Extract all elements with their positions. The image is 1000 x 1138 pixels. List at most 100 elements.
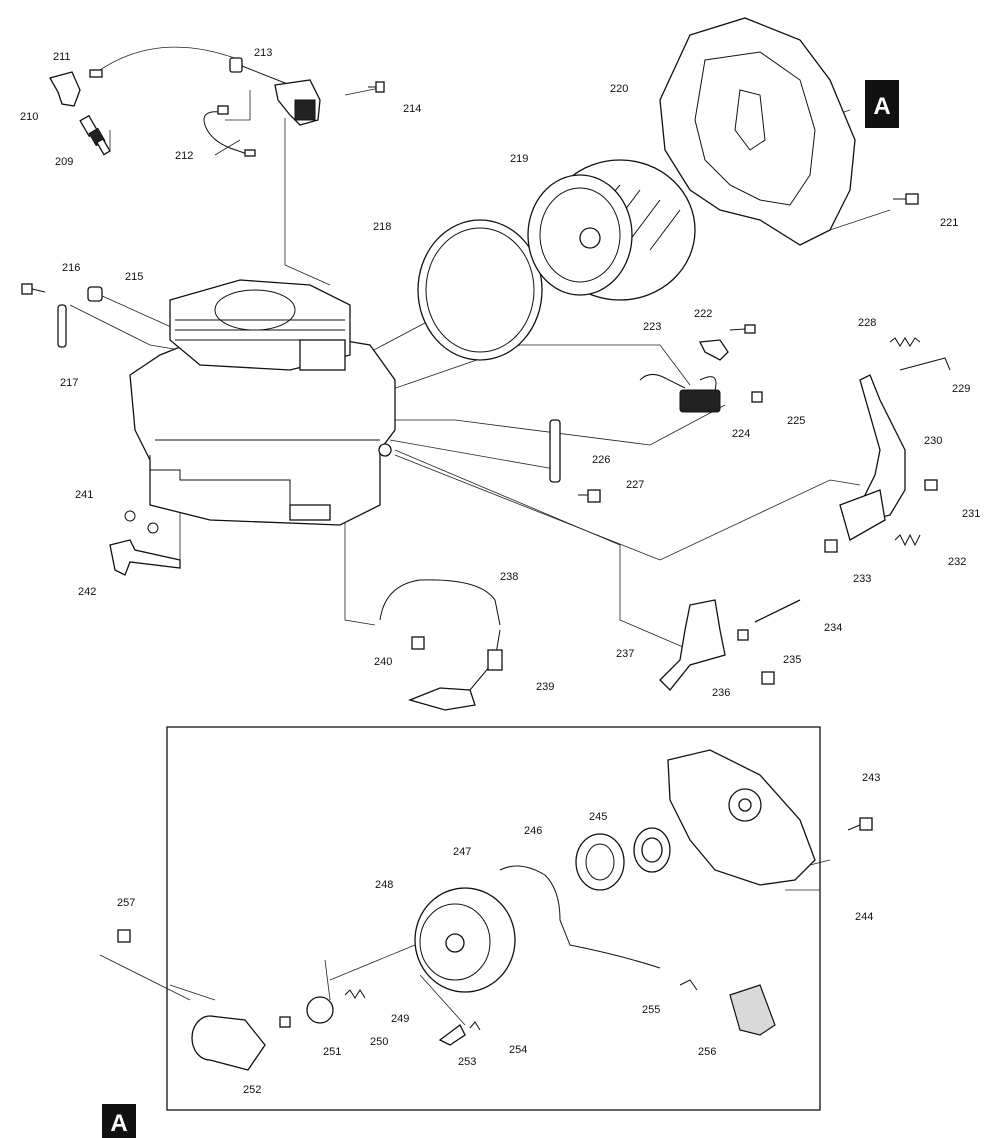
screw-234 bbox=[754, 599, 801, 623]
screw-222 bbox=[729, 324, 756, 334]
callout-232: 232 bbox=[948, 556, 966, 568]
clip-223 bbox=[698, 339, 729, 361]
callout-240: 240 bbox=[374, 656, 392, 668]
bolt-214 bbox=[368, 81, 385, 93]
callout-246: 246 bbox=[524, 825, 542, 837]
lever-230 bbox=[839, 374, 906, 541]
callout-219: 219 bbox=[510, 153, 528, 165]
callout-236: 236 bbox=[712, 687, 730, 699]
callout-229: 229 bbox=[952, 383, 970, 395]
callout-226: 226 bbox=[592, 454, 610, 466]
callout-254: 254 bbox=[509, 1044, 527, 1056]
ratchet-253 bbox=[438, 1024, 466, 1046]
bolt-236 bbox=[761, 671, 775, 685]
crankcase-block bbox=[129, 279, 396, 526]
callout-216: 216 bbox=[62, 262, 80, 274]
callout-257: 257 bbox=[117, 897, 135, 909]
callout-214: 214 bbox=[403, 103, 421, 115]
spring-228 bbox=[889, 337, 921, 347]
bolt-221 bbox=[893, 193, 919, 205]
callout-239: 239 bbox=[536, 681, 554, 693]
screw-251 bbox=[279, 1016, 291, 1028]
callout-235: 235 bbox=[783, 654, 801, 666]
callout-labels: 211 213 210 209 212 214 220 219 218 221 … bbox=[20, 47, 980, 1096]
callout-242: 242 bbox=[78, 586, 96, 598]
callout-228: 228 bbox=[858, 317, 876, 329]
callout-234: 234 bbox=[824, 622, 842, 634]
bracket-237 bbox=[659, 599, 726, 691]
callout-252: 252 bbox=[243, 1084, 261, 1096]
callout-256: 256 bbox=[698, 1046, 716, 1058]
callout-251: 251 bbox=[323, 1046, 341, 1058]
bolt-231 bbox=[924, 479, 938, 491]
terminal-211 bbox=[89, 69, 103, 78]
callout-224: 224 bbox=[732, 428, 750, 440]
callout-221: 221 bbox=[940, 217, 958, 229]
callout-248: 248 bbox=[375, 879, 393, 891]
ring-218 bbox=[417, 219, 543, 361]
callout-247: 247 bbox=[453, 846, 471, 858]
bracket-217 bbox=[57, 304, 67, 348]
callout-253: 253 bbox=[458, 1056, 476, 1068]
spark-cap-239 bbox=[407, 629, 503, 711]
reference-mark-a-bottom: A bbox=[110, 1110, 127, 1137]
callout-245: 245 bbox=[589, 811, 607, 823]
ground-wire-212 bbox=[203, 105, 256, 157]
callout-231: 231 bbox=[962, 508, 980, 520]
spring-232 bbox=[894, 533, 921, 547]
callout-222: 222 bbox=[694, 308, 712, 320]
strap-226 bbox=[549, 419, 561, 483]
callout-215: 215 bbox=[125, 271, 143, 283]
callout-244: 244 bbox=[855, 911, 873, 923]
pulley-248 bbox=[414, 887, 516, 993]
callout-227: 227 bbox=[626, 479, 644, 491]
bolt-225 bbox=[751, 391, 763, 403]
callout-217: 217 bbox=[60, 377, 78, 389]
clip-241 bbox=[124, 510, 159, 534]
callout-212: 212 bbox=[175, 150, 193, 162]
spring-254 bbox=[469, 1021, 481, 1031]
flywheel-219 bbox=[527, 159, 696, 301]
seal-245 bbox=[633, 827, 671, 873]
callout-233: 233 bbox=[853, 573, 871, 585]
bolt-227 bbox=[578, 489, 601, 503]
leader-lines bbox=[69, 46, 891, 1026]
link-229 bbox=[899, 357, 951, 371]
lever-242 bbox=[109, 539, 181, 576]
callout-241: 241 bbox=[75, 489, 93, 501]
callout-238: 238 bbox=[500, 571, 518, 583]
pawl-250 bbox=[306, 996, 334, 1024]
washer-233 bbox=[824, 539, 838, 553]
bolt-243 bbox=[847, 817, 873, 831]
callout-243: 243 bbox=[862, 772, 880, 784]
bolt-240 bbox=[411, 636, 425, 650]
coil-module-224 bbox=[639, 374, 721, 413]
bolt-257 bbox=[117, 929, 131, 943]
nut-235 bbox=[737, 629, 749, 641]
cup-252 bbox=[191, 1015, 266, 1071]
callout-237: 237 bbox=[616, 648, 634, 660]
callout-255: 255 bbox=[642, 1004, 660, 1016]
callout-209: 209 bbox=[55, 156, 73, 168]
callout-249: 249 bbox=[391, 1013, 409, 1025]
fan-housing-220 bbox=[659, 17, 856, 246]
callout-225: 225 bbox=[787, 415, 805, 427]
callout-250: 250 bbox=[370, 1036, 388, 1048]
spring-249 bbox=[344, 989, 366, 999]
callout-218: 218 bbox=[373, 221, 391, 233]
mark-a-bottom: A bbox=[102, 1104, 136, 1138]
rope-247 bbox=[499, 865, 661, 969]
wire-238 bbox=[379, 579, 501, 626]
callout-210: 210 bbox=[20, 111, 38, 123]
plug-cap-210 bbox=[49, 71, 81, 107]
starter-housing-244 bbox=[667, 749, 816, 886]
mark-a-top: A bbox=[865, 80, 899, 128]
nut-215 bbox=[87, 286, 103, 302]
handle-255 bbox=[679, 979, 698, 991]
callout-213: 213 bbox=[254, 47, 272, 59]
starter-assembly-frame bbox=[166, 726, 821, 1111]
callout-223: 223 bbox=[643, 321, 661, 333]
ignition-coil-213 bbox=[229, 57, 321, 126]
